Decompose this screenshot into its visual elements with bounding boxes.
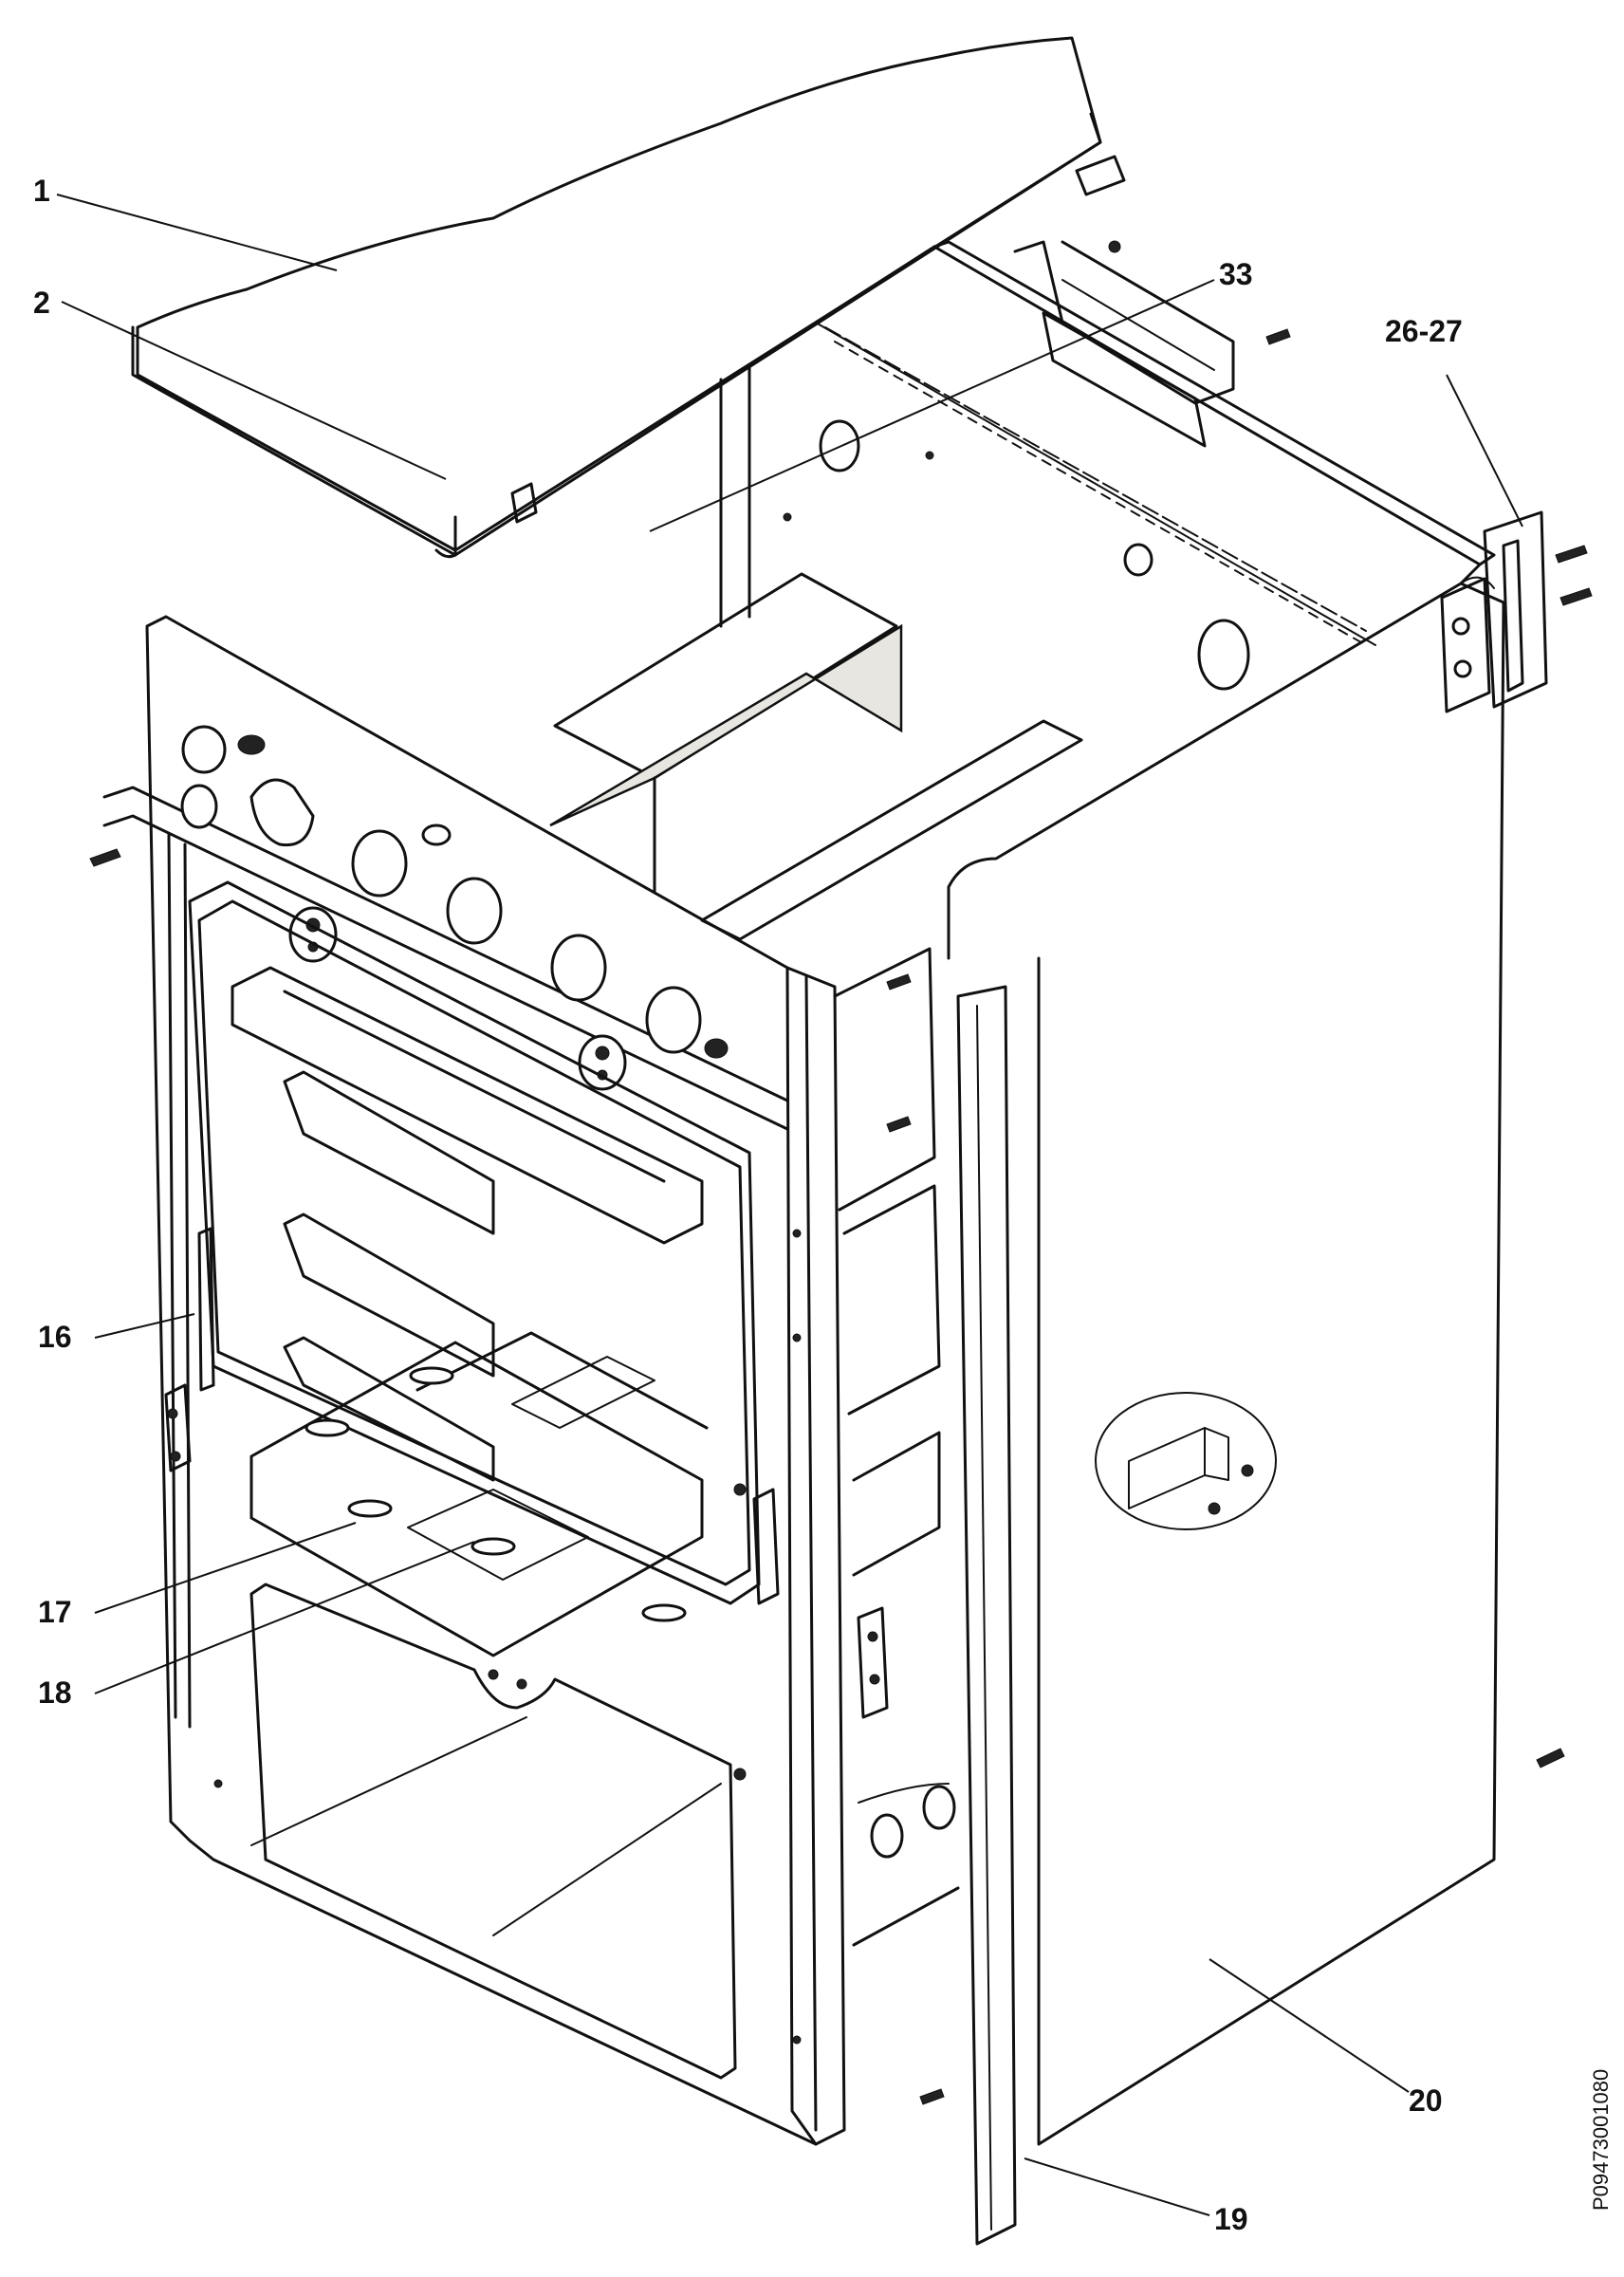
callout-18: 18 <box>38 1675 72 1710</box>
callout-26-27: 26-27 <box>1385 314 1463 348</box>
rear-bracket <box>1013 240 1291 448</box>
leader-lines <box>56 194 1523 2216</box>
cabinet-body <box>719 240 1565 2246</box>
callout-16: 16 <box>38 1320 72 1354</box>
callout-19: 19 <box>1214 2202 1248 2236</box>
insulation-block <box>549 572 1083 941</box>
callout-1: 1 <box>33 174 50 208</box>
callout-2: 2 <box>33 286 50 320</box>
hinge-bracket <box>1440 510 1593 713</box>
front-frame <box>89 615 846 2146</box>
knob-bracket-right <box>578 1034 627 1091</box>
callout-17: 17 <box>38 1595 72 1629</box>
callout-33: 33 <box>1219 257 1253 291</box>
callout-20: 20 <box>1409 2083 1443 2118</box>
drawing-code: P09473001080 <box>1589 2069 1613 2211</box>
callout-labels: 1 2 33 26-27 16 17 18 19 20 <box>33 174 1463 2236</box>
top-lid <box>131 36 1126 559</box>
